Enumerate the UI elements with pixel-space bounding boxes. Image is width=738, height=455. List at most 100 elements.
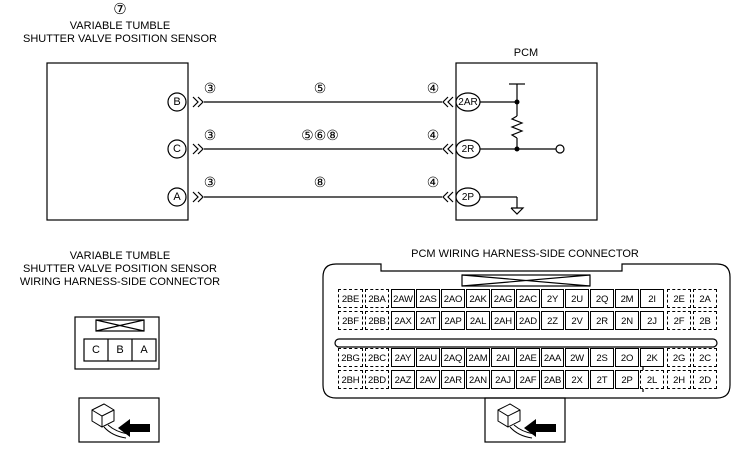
pcm-connector-pin: 2O [615,348,639,367]
pcm-connector-pin: 2AZ [391,370,415,389]
pcm-connector-pin: 2BB [365,311,389,330]
connector-view-icon [484,397,566,443]
wire-right-note: ④ [426,80,440,96]
pcm-connector-pin: 2L [640,370,664,389]
pcm-connector-pin: 2AN [466,370,490,389]
chevron-icon [442,143,449,155]
pcm-connector-pin: 2AH [491,311,515,330]
junction-dot [514,146,520,152]
sensor-box [46,62,189,221]
ground-icon [510,207,525,215]
chevron-icon [442,96,449,108]
chevron-icon [197,143,204,155]
pcm-connector-pin: 2AV [416,370,440,389]
wire-left-note: ③ [203,174,217,190]
pcm-connector-pin: 2AE [516,348,540,367]
pcm-connector-pin: 2V [565,311,589,330]
pcm-connector-pin: 2BG [338,348,363,367]
pcm-connector-pin: 2F [667,311,691,330]
sensor-pin-circle [167,92,187,112]
pcm-connector-pin: 2AU [416,348,440,367]
wire-mid-note: ⑧ [313,174,327,190]
sensor-pin-label: B [173,96,181,108]
wire-right-note: ④ [426,127,440,143]
pcm-connector-pin: 2AO [441,289,465,308]
pcm-connector-pin: 2T [590,370,614,389]
connector-view-icon [78,397,160,443]
wire-group [192,83,556,215]
sensor-title-line1: VARIABLE TUMBLE [69,20,171,32]
pcm-connector-pin: 2G [667,348,691,367]
pcm-connector-pin: 2BD [365,370,389,389]
chevron-icon [192,191,199,203]
junction-dot [514,99,520,105]
pcm-pin-oval [455,139,481,159]
wire-mid-note: ⑤ [313,80,327,96]
pcm-connector-pin: 2W [565,348,589,367]
pcm-connector-pin: 2BC [365,348,389,367]
pcm-connector-pin: 2AA [541,348,564,367]
pcm-connector-pin: 2I [640,289,664,308]
sensor-ref-number: ⑦ [113,1,127,18]
pcm-connector-pin: 2Y [541,289,564,308]
pcm-connector-pin: 2Z [541,311,564,330]
pcm-connector-pin: 2A [693,289,717,308]
pcm-connector-pin: 2AW [391,289,415,308]
pcm-connector-pin: 2AJ [491,370,515,389]
pcm-connector-pin: 2BH [338,370,363,389]
pcm-connector-pin: 2BA [365,289,389,308]
chevron-icon [447,191,454,203]
pcm-connector-pin: 2D [693,370,717,389]
pcm-box [455,62,598,221]
sensor-connector-title-line1: VARIABLE TUMBLE [69,250,171,262]
sensor-pin-circle [167,187,187,207]
chevron-icon [442,191,449,203]
wire-right-note: ④ [426,174,440,190]
sensor-pin-label: A [173,191,181,203]
pcm-connector-pin: 2B [693,311,717,330]
pcm-connector-pin: 2AX [391,311,415,330]
pcm-connector-pin: 2BF [338,311,363,330]
pcm-connector-pin: 2H [667,370,691,389]
wire-mid-note: ⑤⑥⑧ [301,127,339,143]
pcm-connector-pin: 2Q [590,289,614,308]
pcm-connector-pin: 2P [615,370,639,389]
sensor-connector-title-line2: SHUTTER VALVE POSITION SENSOR [23,263,217,275]
resistor-icon [510,115,524,139]
sensor-connector-pin: A [140,344,148,356]
chevron-icon [447,96,454,108]
pcm-connector-pin: 2AK [466,289,490,308]
sensor-pin-circle [167,139,187,159]
pcm-connector-pin: 2AB [541,370,564,389]
pcm-connector-pin: 2R [590,311,614,330]
sensor-connector-face [74,316,160,370]
pcm-connector-pin: 2AY [391,348,415,367]
pcm-pin-oval [455,187,481,207]
wire-left-note: ③ [203,80,217,96]
pcm-connector-pin: 2AD [516,311,540,330]
sensor-connector-title-line3: WIRING HARNESS-SIDE CONNECTOR [19,276,221,288]
chevron-icon [197,96,204,108]
sensor-pin-label: C [173,143,181,155]
pcm-connector-pin: 2K [640,348,664,367]
sensor-connector-pin: B [116,344,124,356]
pcm-connector-pin: 2AC [516,289,540,308]
pcm-connector-pin: 2AT [416,311,440,330]
pcm-connector-pin: 2C [693,348,717,367]
chevron-icon [192,143,199,155]
sensor-title-line2: SHUTTER VALVE POSITION SENSOR [23,33,217,45]
wire-left-note: ③ [203,127,217,143]
pcm-connector-pin: 2AM [466,348,490,367]
pcm-connector-pin: 2AP [441,311,465,330]
pcm-connector-pin: 2X [565,370,589,389]
pcm-connector-pin: 2AL [466,311,490,330]
pcm-connector-pin: 2AQ [441,348,465,367]
pcm-connector-pin: 2AG [491,289,515,308]
pcm-connector-pin: 2AI [491,348,515,367]
pcm-pin-label: 2AR [458,97,478,108]
chevron-icon [197,191,204,203]
pcm-connector-pin: 2AS [416,289,440,308]
sensor-connector-pin: C [92,344,100,356]
